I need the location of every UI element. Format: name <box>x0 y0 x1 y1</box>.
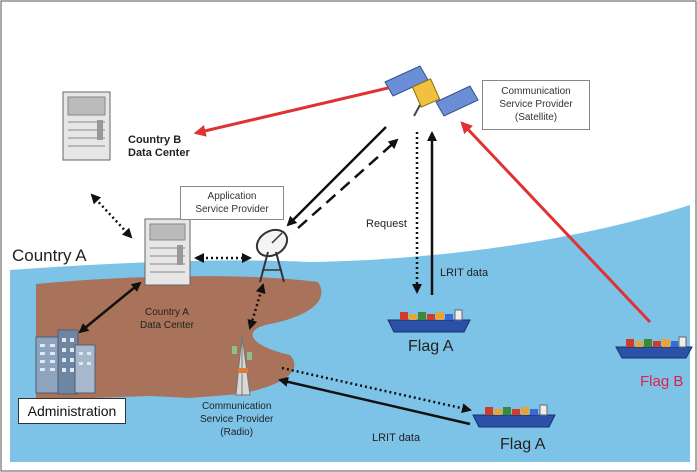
csp-radio-label: Communication Service Provider (Radio) <box>200 401 274 438</box>
ship-flag-a-bottom-icon <box>472 404 556 428</box>
satellite-dish-icon <box>255 228 289 283</box>
arrow-satellite-asp-dashed <box>297 138 399 229</box>
country-b-server-icon <box>62 91 111 161</box>
lrit-data-top-label: LRIT data <box>440 267 489 279</box>
flag-a-bottom-label: Flag A <box>500 436 546 453</box>
flag-b-label: Flag B <box>640 373 684 390</box>
arrow-satellite-to-country-b <box>193 86 389 137</box>
radio-tower-icon <box>232 334 252 396</box>
ship-flag-b-icon <box>615 336 693 359</box>
arrow-ship-to-radio-solid <box>278 376 471 426</box>
ship-flag-a-mid-icon <box>387 309 471 333</box>
arrow-satellite-asp-solid <box>286 126 387 227</box>
arrow-admin-dc <box>78 281 142 334</box>
administration-building-icon <box>35 329 96 395</box>
request-label: Request <box>366 218 407 230</box>
application-service-provider-box: Application Service Provider <box>180 186 284 220</box>
country-a-server-icon <box>144 218 191 286</box>
country-b-data-center-label: Country B Data Center <box>128 134 190 159</box>
satellite-icon <box>384 65 479 117</box>
administration-box: Administration <box>18 398 126 424</box>
flag-a-mid-label: Flag A <box>408 338 454 355</box>
arrow-radio-to-ship-dotted <box>281 366 472 414</box>
country-a-label: Country A <box>12 246 87 265</box>
lrit-data-bottom-label: LRIT data <box>372 432 421 444</box>
arrow-flag-b-to-satellite <box>460 121 652 324</box>
country-a-data-center-label: Country A Data Center <box>140 307 194 331</box>
csp-satellite-box: Communication Service Provider (Satellit… <box>482 80 590 130</box>
